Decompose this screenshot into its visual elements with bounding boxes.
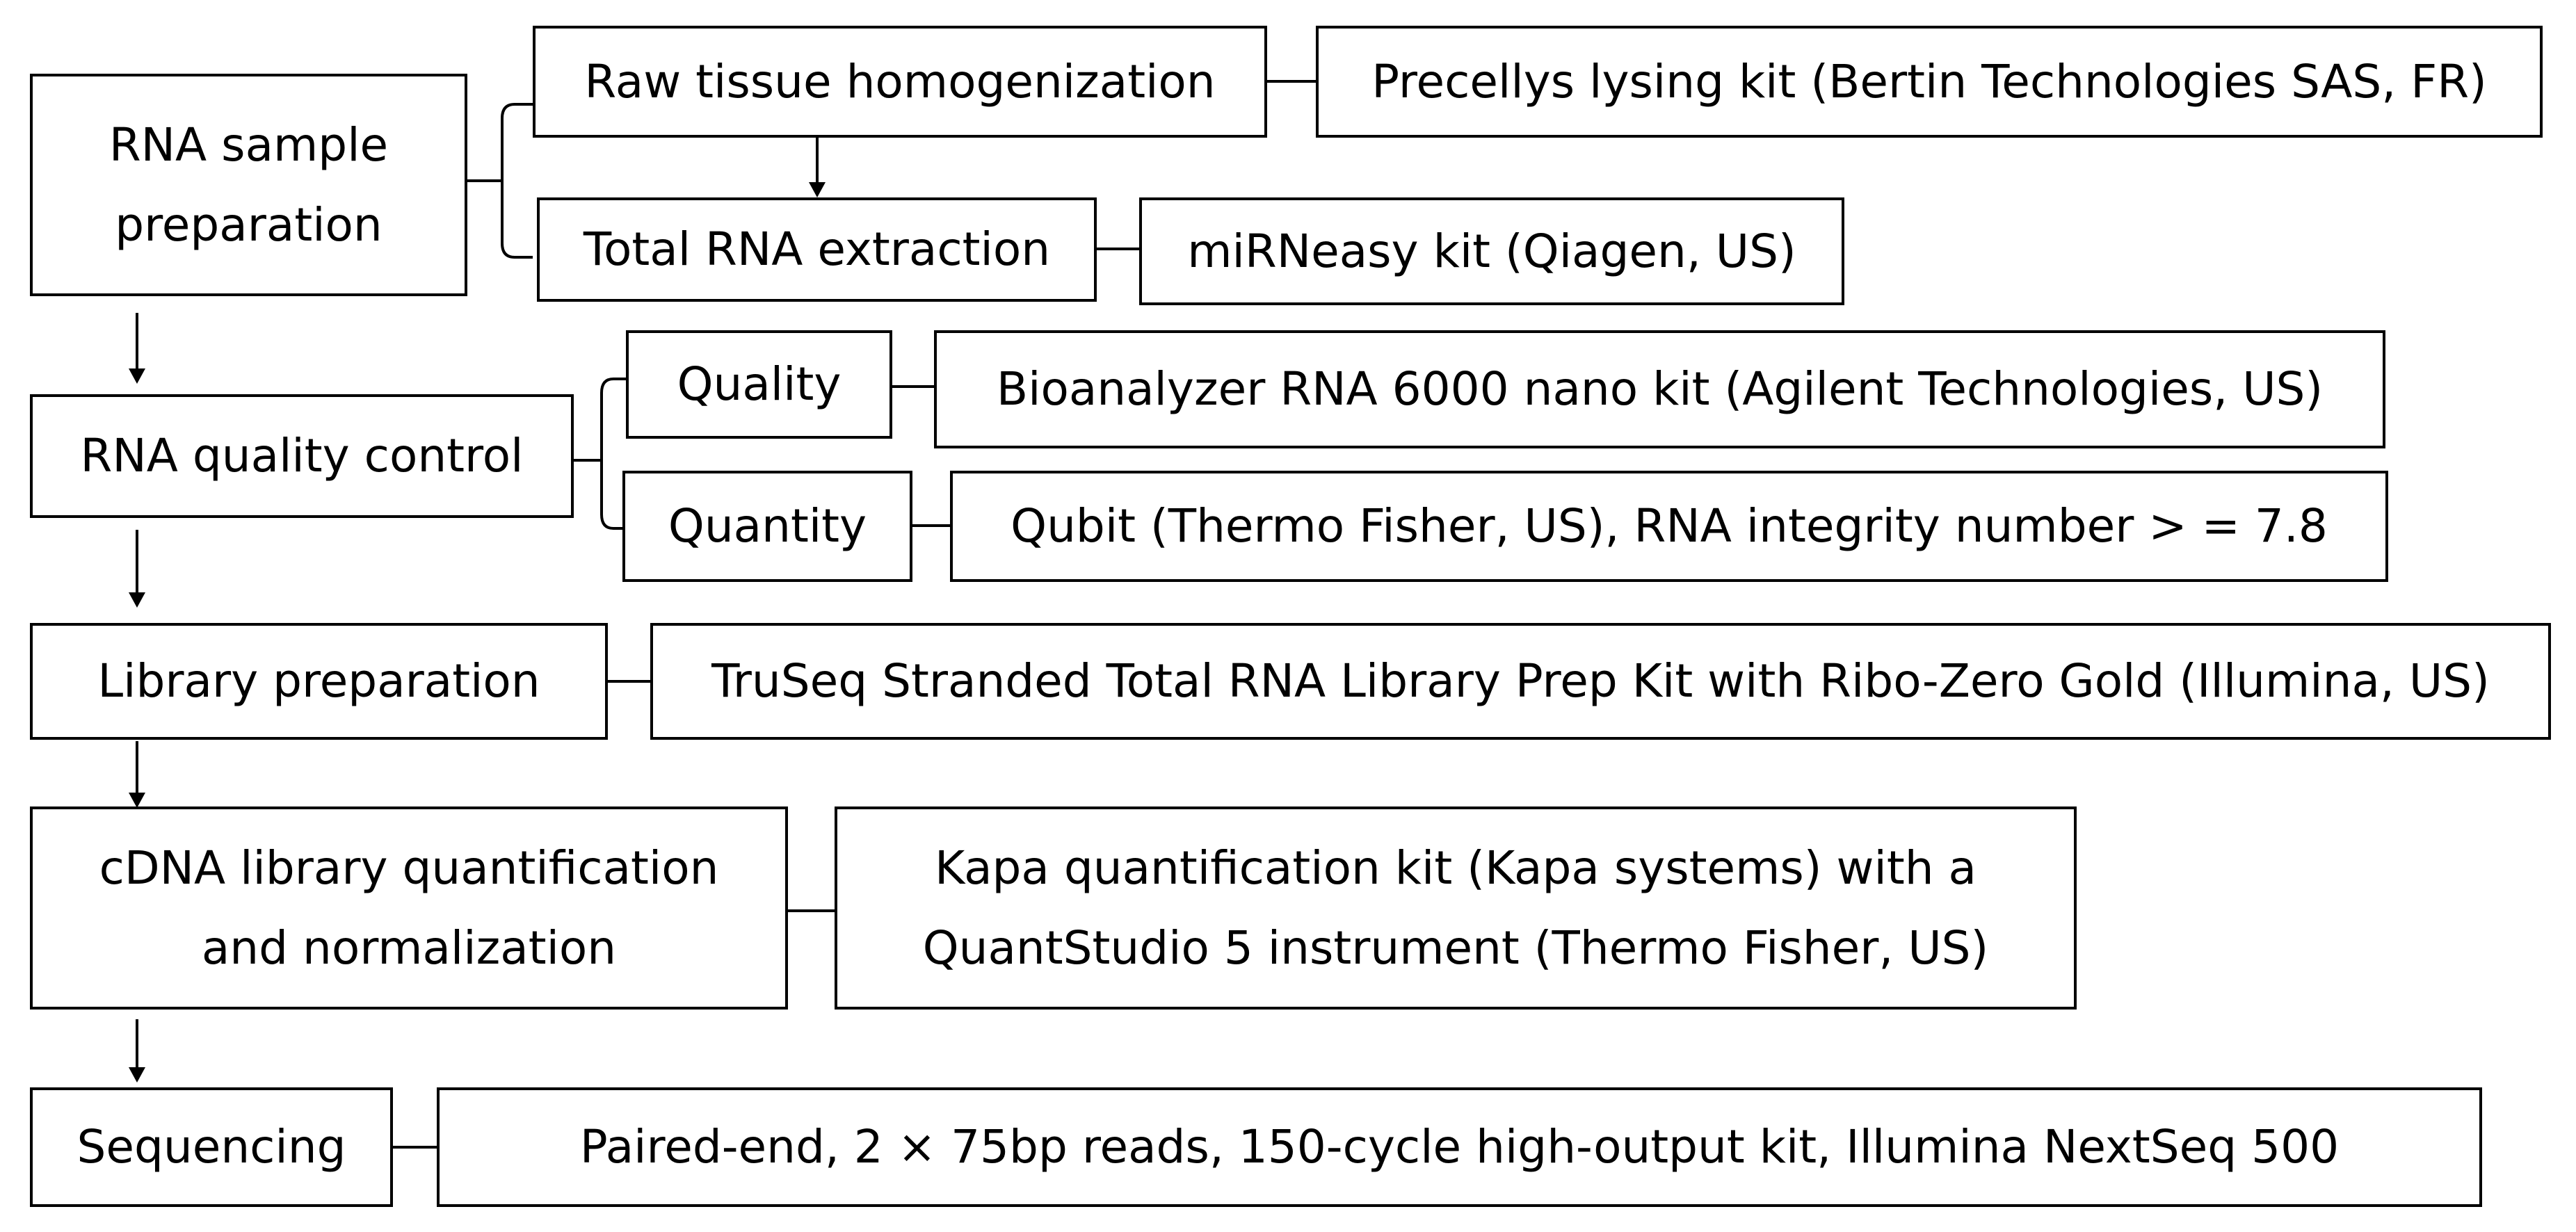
detail-qubit-label: Qubit (Thermo Fisher, US), RNA integrity… (1011, 499, 2328, 553)
detail-qubit: Qubit (Thermo Fisher, US), RNA integrity… (950, 471, 2388, 582)
substep-raw-tissue-homogenization-label: Raw tissue homogenization (584, 54, 1216, 108)
substep-total-rna-extraction: Total RNA extraction (537, 197, 1097, 302)
arrowhead-cdna-to-sequencing (129, 1067, 145, 1083)
stage-library-preparation: Library preparation (30, 623, 608, 740)
stage-cdna-library-quantification-label: cDNA library quantification and normaliz… (99, 841, 719, 975)
arrowhead-sample-to-qc (129, 368, 145, 384)
stage-cdna-library-quantification: cDNA library quantification and normaliz… (30, 807, 788, 1010)
detail-kapa-label: Kapa quantification kit (Kapa systems) w… (922, 841, 1989, 975)
stage-library-preparation-label: Library preparation (97, 654, 540, 708)
detail-nextseq-label: Paired-end, 2 × 75bp reads, 150-cycle hi… (579, 1120, 2340, 1174)
stage-rna-quality-control: RNA quality control (30, 394, 574, 518)
substep-quantity: Quantity (622, 471, 912, 582)
detail-truseq: TruSeq Stranded Total RNA Library Prep K… (650, 623, 2551, 740)
stage-sequencing-label: Sequencing (77, 1120, 346, 1174)
substep-quality: Quality (626, 330, 892, 439)
detail-nextseq: Paired-end, 2 × 75bp reads, 150-cycle hi… (437, 1087, 2482, 1207)
stage-rna-sample-preparation: RNA sample preparation (30, 74, 467, 296)
bracket-qc (600, 378, 626, 530)
detail-bioanalyzer-label: Bioanalyzer RNA 6000 nano kit (Agilent T… (996, 362, 2324, 416)
substep-raw-tissue-homogenization: Raw tissue homogenization (533, 26, 1267, 138)
arrowhead-library-to-cdna (129, 793, 145, 808)
substep-quantity-label: Quantity (668, 499, 867, 553)
stage-sequencing: Sequencing (30, 1087, 393, 1207)
detail-precellys: Precellys lysing kit (Bertin Technologie… (1316, 26, 2543, 138)
detail-truseq-label: TruSeq Stranded Total RNA Library Prep K… (711, 654, 2490, 708)
stage-rna-quality-control-label: RNA quality control (80, 429, 524, 483)
detail-kapa: Kapa quantification kit (Kapa systems) w… (835, 807, 2077, 1010)
substep-total-rna-extraction-label: Total RNA extraction (583, 222, 1051, 277)
substep-quality-label: Quality (677, 357, 842, 412)
detail-bioanalyzer: Bioanalyzer RNA 6000 nano kit (Agilent T… (934, 330, 2385, 448)
arrowhead-qc-to-library (129, 592, 145, 608)
bracket-sample-prep (501, 103, 533, 259)
detail-mirneasy: miRNeasy kit (Qiagen, US) (1139, 197, 1844, 305)
arrowhead-raw-to-total (809, 182, 826, 197)
detail-precellys-label: Precellys lysing kit (Bertin Technologie… (1371, 54, 2487, 108)
detail-mirneasy-label: miRNeasy kit (Qiagen, US) (1187, 224, 1796, 278)
stage-rna-sample-preparation-label: RNA sample preparation (108, 117, 389, 252)
